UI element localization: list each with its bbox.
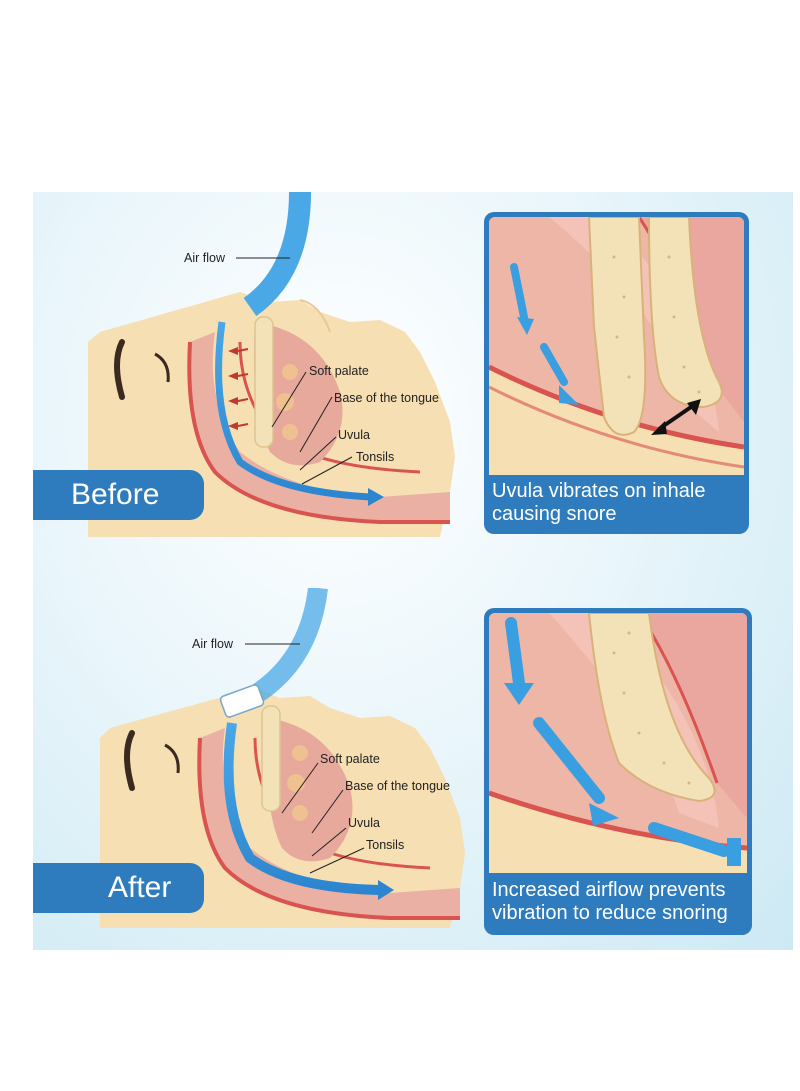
eye: [114, 339, 125, 400]
uvula-shape: [647, 217, 723, 409]
tongue: [254, 322, 343, 466]
air-tube: [252, 588, 328, 702]
after-zoom-caption-line2: vibration to reduce snoring: [492, 902, 728, 924]
after-zoom-illustration: [489, 613, 747, 873]
airflow-dashes: [505, 617, 730, 857]
before-soft-palate-label: Soft palate: [309, 364, 369, 378]
airflow-arrow: [223, 722, 381, 895]
before-zoom-caption-line1: Uvula vibrates on inhale: [492, 480, 706, 502]
before-zoom-box: Uvula vibrates on inhale causing snore: [484, 212, 749, 534]
after-base-of-tongue-label: Base of the tongue: [345, 779, 450, 793]
airflow-arrow: [215, 321, 371, 501]
before-uvula-label: Uvula: [338, 428, 370, 442]
air-tube: [243, 192, 311, 317]
before-zoom-caption-line2: causing snore: [492, 503, 617, 525]
after-soft-palate-label: Soft palate: [320, 752, 380, 766]
before-tonsils-label: Tonsils: [356, 450, 395, 464]
vibration-arrows: [228, 347, 249, 430]
after-zoom-box: Increased airflow prevents vibration to …: [484, 608, 752, 935]
after-uvula-label: Uvula: [348, 816, 380, 830]
vibration-double-arrow: [651, 399, 701, 435]
bone: [254, 316, 274, 448]
after-stage-text: After: [108, 871, 172, 904]
after-zoom-caption-line1: Increased airflow prevents: [492, 879, 726, 901]
after-tonsils-label: Tonsils: [366, 838, 405, 852]
airflow-dashes: [510, 263, 568, 386]
before-zoom-illustration: [489, 217, 744, 475]
after-stage-label: After: [33, 863, 204, 913]
tongue: [266, 718, 353, 862]
soft-palate-bone: [587, 217, 647, 436]
nasal-device: [219, 684, 265, 718]
before-stage-text: Before: [71, 478, 160, 511]
eye: [124, 730, 135, 791]
after-air-flow-label: Air flow: [192, 637, 233, 651]
before-base-of-tongue-label: Base of the tongue: [334, 391, 439, 405]
bone: [261, 705, 281, 812]
uvula-shape: [587, 613, 716, 803]
before-air-flow-label: Air flow: [184, 251, 225, 265]
before-stage-label: Before: [33, 470, 204, 520]
